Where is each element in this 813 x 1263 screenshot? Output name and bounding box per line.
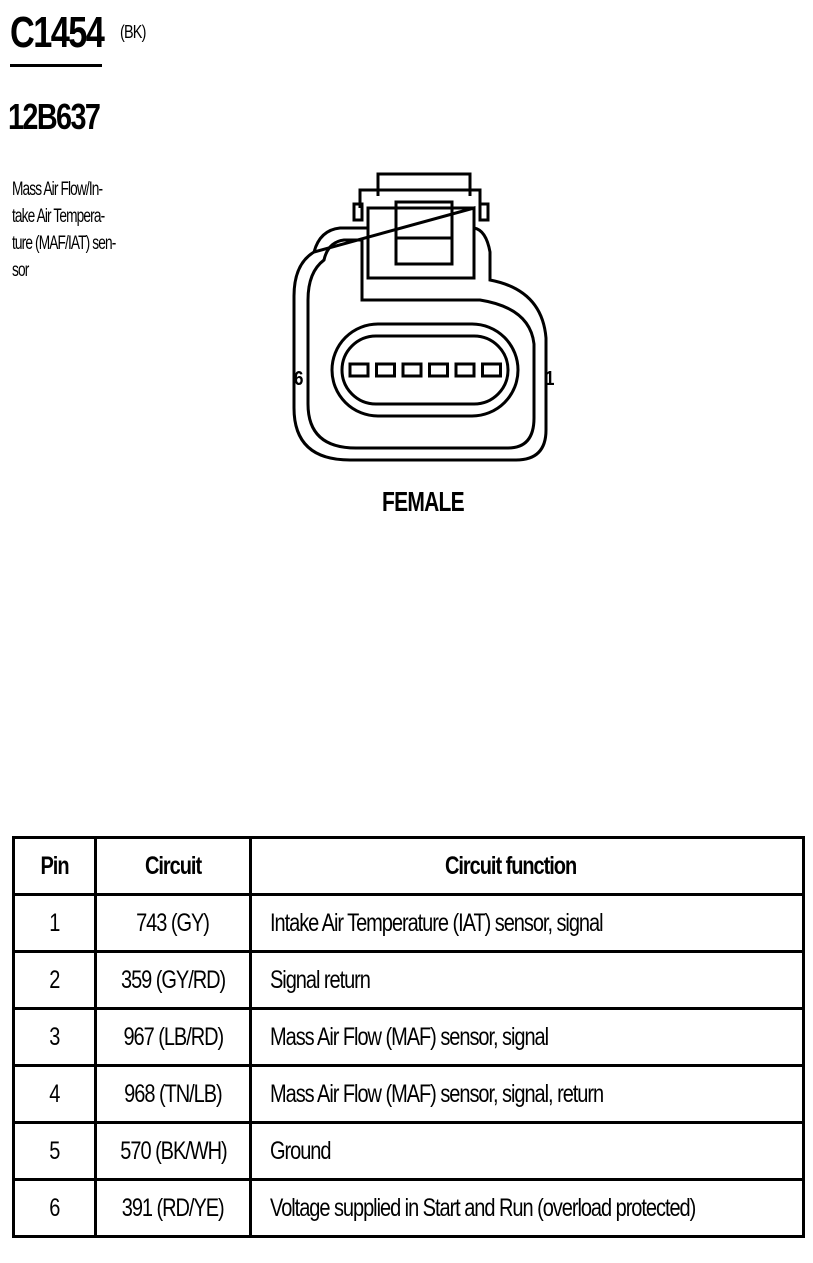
terminal-slot (428, 362, 449, 378)
cell-pin: 3 (12, 1007, 97, 1067)
connector-description: Mass Air Flow/In- take Air Tempera- ture… (12, 176, 149, 284)
connector-gender-label: FEMALE (382, 486, 465, 517)
description-line: take Air Tempera- (12, 206, 105, 227)
description-line: sor (12, 260, 29, 281)
cell-pin: 5 (12, 1121, 97, 1181)
terminal-slot (348, 362, 370, 378)
cell-pin: 4 (12, 1064, 97, 1124)
cell-pin: 2 (12, 950, 97, 1010)
terminal-slot (454, 362, 476, 378)
header-circuit: Circuit (94, 836, 252, 896)
table-header-row: Pin Circuit Circuit function (12, 836, 805, 896)
terminal-slot (375, 362, 396, 378)
table-row: 2 359 (GY/RD) Signal return (12, 950, 805, 1010)
description-line: ture (MAF/IAT) sen- (12, 233, 116, 254)
terminal-slot (481, 362, 502, 378)
latch-tab (376, 172, 472, 196)
header-pin: Pin (12, 836, 97, 896)
housing-outer (292, 206, 548, 462)
latch-nub-right (478, 202, 490, 222)
cell-pin: 6 (12, 1178, 97, 1238)
part-number: 12B637 (8, 96, 101, 137)
cell-function: Intake Air Temperature (IAT) sensor, sig… (249, 893, 805, 953)
connector-id: C1454 (10, 8, 105, 57)
latch-shroud (358, 188, 482, 208)
description-line: Mass Air Flow/In- (12, 179, 103, 200)
terminal-row (348, 362, 502, 378)
title-underline (10, 64, 102, 67)
cell-circuit: 391 (RD/YE) (94, 1178, 252, 1238)
cell-function: Voltage supplied in Start and Run (overl… (249, 1178, 805, 1238)
pin-label-right: 1 (545, 368, 555, 390)
table-row: 1 743 (GY) Intake Air Temperature (IAT) … (12, 893, 805, 953)
cell-pin: 1 (12, 893, 97, 953)
cell-function: Mass Air Flow (MAF) sensor, signal, retu… (249, 1064, 805, 1124)
table-row: 3 967 (LB/RD) Mass Air Flow (MAF) sensor… (12, 1007, 805, 1067)
cell-circuit: 743 (GY) (94, 893, 252, 953)
cell-circuit: 967 (LB/RD) (94, 1007, 252, 1067)
connector-face-diagram (292, 172, 548, 462)
cell-function: Ground (249, 1121, 805, 1181)
table-row: 4 968 (TN/LB) Mass Air Flow (MAF) sensor… (12, 1064, 805, 1124)
cell-circuit: 968 (TN/LB) (94, 1064, 252, 1124)
connector-color-code: (BK) (120, 22, 146, 42)
cell-function: Mass Air Flow (MAF) sensor, signal (249, 1007, 805, 1067)
table-row: 6 391 (RD/YE) Voltage supplied in Start … (12, 1178, 805, 1238)
cell-circuit: 359 (GY/RD) (94, 950, 252, 1010)
latch-body (366, 206, 476, 280)
housing-inner (306, 238, 536, 450)
header-circuit-function: Circuit function (249, 836, 805, 896)
cell-circuit: 570 (BK/WH) (94, 1121, 252, 1181)
cell-function: Signal return (249, 950, 805, 1010)
terminal-slot (401, 362, 423, 378)
terminal-cavity-inner (340, 334, 510, 406)
terminal-cavity (330, 322, 520, 418)
latch-nub-left (352, 202, 364, 222)
latch-window (394, 200, 454, 266)
table-row: 5 570 (BK/WH) Ground (12, 1121, 805, 1181)
pin-label-left: 6 (294, 368, 304, 390)
pinout-table: Pin Circuit Circuit function 1 743 (GY) … (12, 836, 805, 1238)
